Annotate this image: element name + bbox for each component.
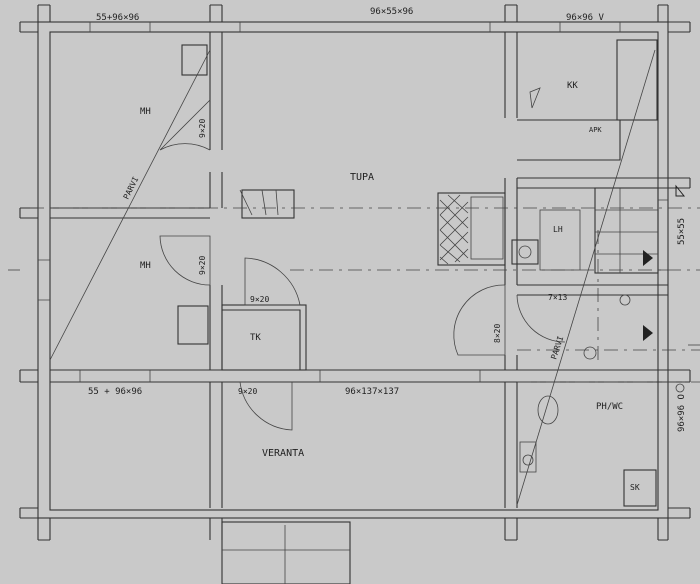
door-labels: 9×20 9×20 9×20 9×20 8×20 7×13: [198, 119, 567, 396]
room-sk: SK: [630, 483, 640, 492]
dim-right-upper: 55×55: [677, 218, 687, 245]
door-label-2: 9×20: [198, 256, 207, 275]
room-kk: KK: [567, 81, 578, 91]
dim-top-right: 96×96 V: [566, 13, 605, 23]
door-label-4: 9×20: [238, 387, 257, 396]
room-labels: MH MH TUPA KK LH TK VERANTA PH/WC SK APK: [140, 81, 640, 492]
door-swings: [159, 99, 566, 431]
room-mh-top: MH: [140, 107, 151, 117]
room-veranta: VERANTA: [262, 448, 304, 459]
room-mh-bottom: MH: [140, 261, 151, 271]
parvi-lines: [49, 49, 656, 506]
room-apk: APK: [589, 126, 602, 134]
axis-lines: [30, 207, 700, 383]
door-label-5: 8×20: [493, 324, 502, 343]
dimension-labels: 55+96×96 96×55×96 96×96 V 55 + 96×96 96×…: [88, 7, 687, 432]
fixture-symbols: [529, 87, 686, 393]
dim-top-mid: 96×55×96: [370, 7, 413, 17]
door-label-1: 9×20: [198, 119, 207, 138]
room-ph-wc: PH/WC: [596, 402, 623, 412]
dim-mid-left: 55 + 96×96: [88, 387, 142, 397]
room-lh: LH: [553, 225, 563, 234]
door-label-3: 9×20: [250, 295, 269, 304]
dim-right-lower: 96×96 O: [677, 394, 687, 432]
interior-walls: [38, 22, 668, 584]
dim-top-left: 55+96×96: [96, 13, 139, 23]
fireplace-hatch: [439, 194, 469, 265]
door-label-6: 7×13: [548, 293, 567, 302]
room-tupa: TUPA: [350, 172, 374, 183]
dim-mid-center: 96×137×137: [345, 387, 399, 397]
room-tk: TK: [250, 333, 261, 343]
